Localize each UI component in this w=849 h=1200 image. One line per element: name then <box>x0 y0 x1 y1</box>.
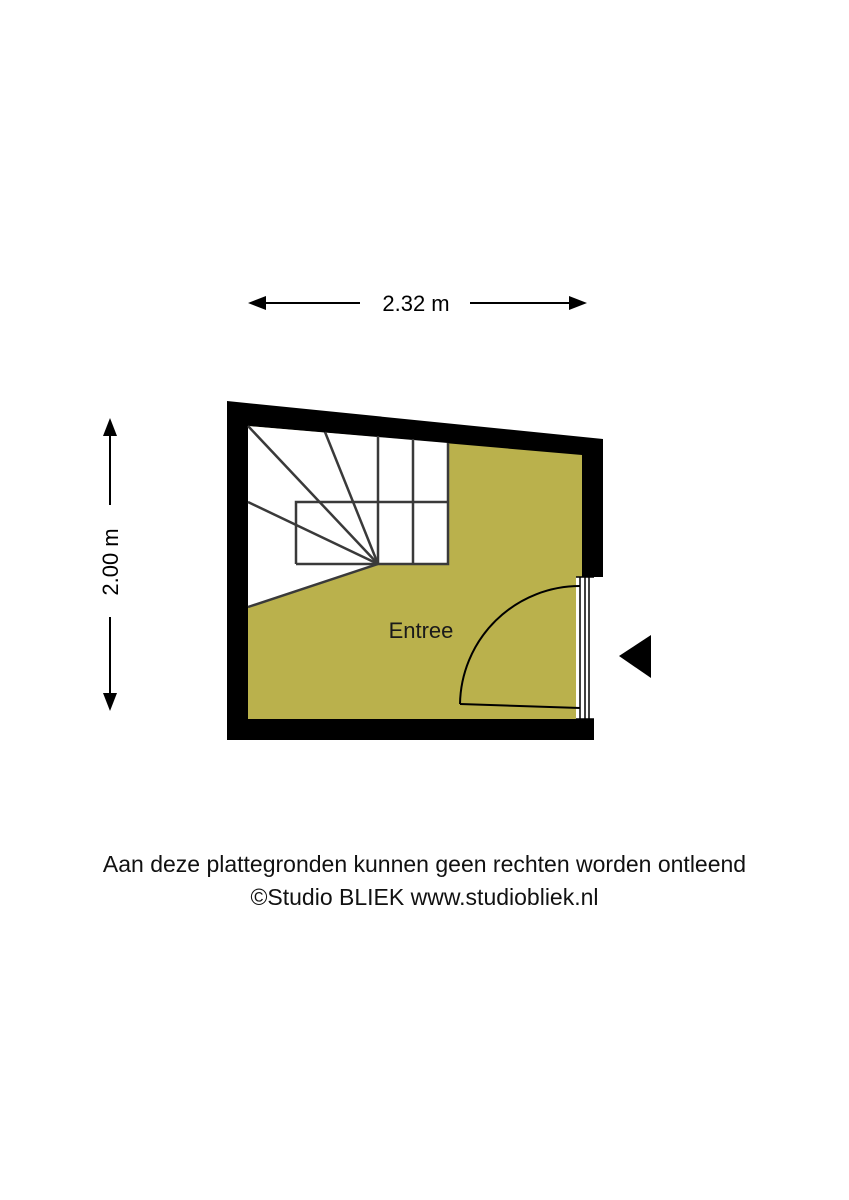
door-frame <box>576 576 594 720</box>
height-dimension: 2.00 m <box>98 418 123 711</box>
width-dimension-label: 2.32 m <box>382 291 449 316</box>
staircase-area <box>248 426 448 607</box>
height-dimension-label: 2.00 m <box>98 528 123 595</box>
entrance-arrow-icon <box>619 635 651 678</box>
room-label: Entree <box>389 618 454 643</box>
door-swing-icon <box>459 585 581 709</box>
copyright-credit: ©Studio BLIEK www.studiobliek.nl <box>250 884 599 910</box>
width-dimension: 2.32 m <box>248 291 587 316</box>
staircase-icon <box>247 425 450 609</box>
disclaimer-text: Aan deze plattegronden kunnen geen recht… <box>102 851 747 877</box>
